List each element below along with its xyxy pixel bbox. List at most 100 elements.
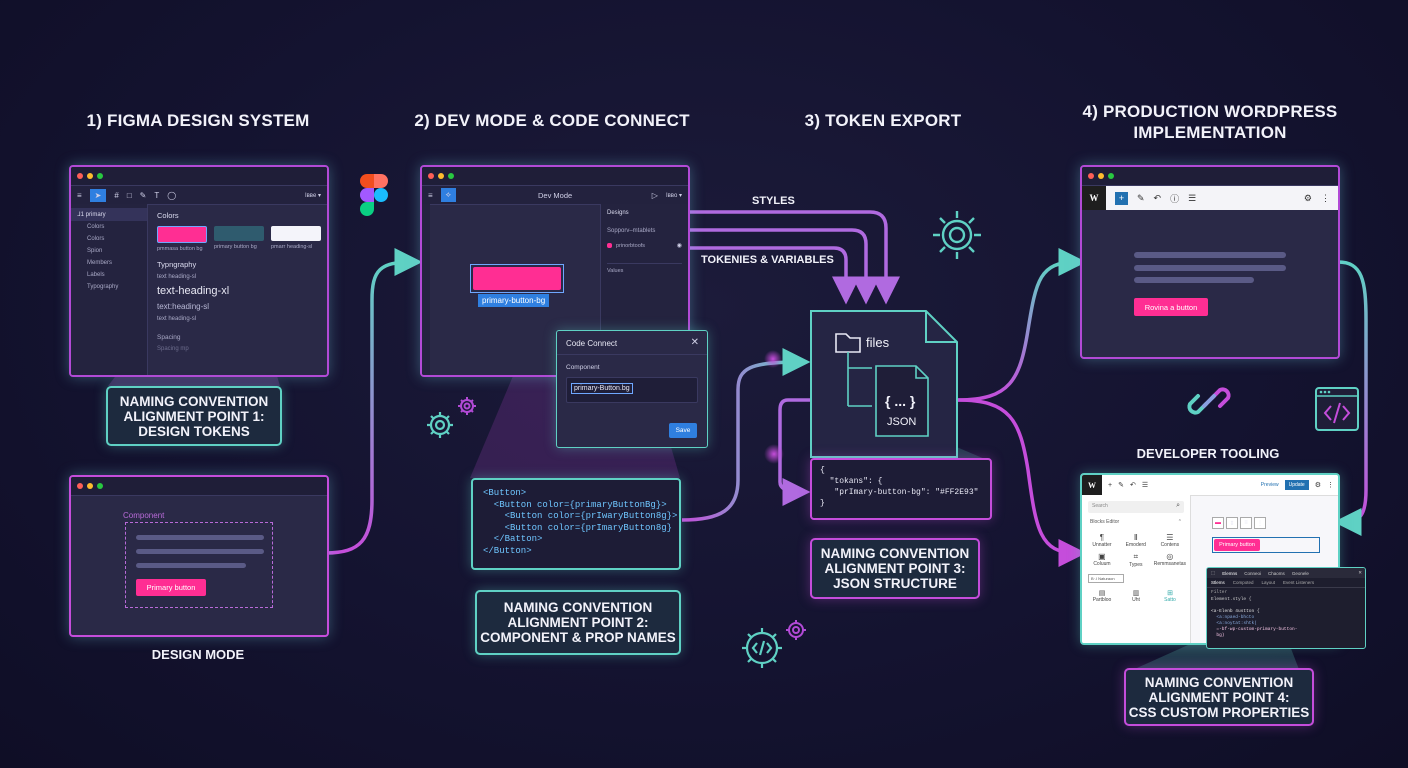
pen-tool-icon[interactable]: ✎ bbox=[139, 190, 147, 200]
add-block-icon[interactable]: + bbox=[1115, 191, 1128, 205]
primary-button-preview[interactable]: Primary button bbox=[136, 579, 206, 596]
code-line: </Button> bbox=[483, 545, 532, 556]
close-dot[interactable] bbox=[77, 483, 83, 489]
image-icon: ▤ bbox=[1098, 590, 1106, 597]
edit-icon[interactable]: ✎ bbox=[1137, 192, 1145, 203]
block-item[interactable]: ⌗Types bbox=[1120, 552, 1152, 568]
undo-icon[interactable]: ↶ bbox=[1153, 192, 1162, 203]
selected-button-block[interactable]: Primary button bbox=[1212, 537, 1320, 553]
close-icon[interactable]: ✕ bbox=[1358, 570, 1362, 575]
layer-item[interactable]: Colors bbox=[87, 224, 105, 230]
block-item[interactable]: ☰Contens bbox=[1154, 533, 1186, 548]
layer-item[interactable]: Typography bbox=[87, 284, 119, 290]
block-item[interactable]: ¶Unnatter bbox=[1086, 533, 1118, 548]
more-icon[interactable]: ⋮ bbox=[1327, 482, 1334, 489]
block-item[interactable]: ⊞Satto bbox=[1154, 589, 1186, 603]
text-tool-icon[interactable]: T bbox=[154, 190, 160, 200]
menu-icon[interactable]: ≡ bbox=[77, 190, 82, 200]
devtools-tab[interactable]: Conneoi bbox=[1244, 570, 1262, 576]
maximize-dot[interactable] bbox=[97, 483, 103, 489]
inspect-icon[interactable]: ⬚ bbox=[1211, 570, 1216, 575]
move-tool-icon[interactable]: ➤ bbox=[89, 188, 107, 202]
more-icon[interactable]: ⋮ bbox=[1321, 192, 1330, 203]
close-dot[interactable] bbox=[1088, 173, 1094, 179]
block-item[interactable]: ◎Remmsanetas bbox=[1154, 552, 1186, 568]
developer-tooling-label: DEVELOPER TOOLING bbox=[1136, 446, 1280, 461]
add-block-icon[interactable]: + bbox=[1108, 481, 1113, 489]
minimize-dot[interactable] bbox=[438, 173, 444, 179]
devtools-tab[interactable]: Geonele bbox=[1291, 570, 1309, 576]
editor-primary-button[interactable]: Primary button bbox=[1214, 539, 1260, 551]
swatch-white[interactable]: pmarr heading-sl bbox=[271, 226, 321, 252]
minimize-dot[interactable] bbox=[87, 173, 93, 179]
update-button[interactable]: Update bbox=[1284, 480, 1309, 490]
close-dot[interactable] bbox=[77, 173, 83, 179]
move-up-down-icon[interactable]: ⇕ bbox=[1226, 517, 1238, 529]
undo-icon[interactable]: ↶ bbox=[1129, 482, 1136, 489]
list-view-icon[interactable]: ☰ bbox=[1141, 482, 1149, 489]
wordpress-logo-icon[interactable]: W bbox=[1082, 186, 1106, 210]
block-item[interactable]: ▤Partbloo bbox=[1086, 589, 1118, 603]
settings-icon[interactable]: ⚙ bbox=[1314, 482, 1321, 489]
block-item[interactable]: ▣Coluum bbox=[1086, 552, 1118, 568]
dev-mode-right-label[interactable]: Iʙʙo ▾ bbox=[665, 192, 682, 199]
swatch-secondary[interactable]: primary button bg bbox=[214, 226, 264, 252]
devtools-subtab[interactable]: Compoted bbox=[1232, 580, 1254, 585]
section-title-2: 2) DEV MODE & CODE CONNECT bbox=[414, 111, 690, 130]
block-item[interactable]: ▥Uht bbox=[1120, 589, 1152, 603]
devtools-subtab[interactable]: Event Listeners bbox=[1283, 580, 1315, 585]
play-icon[interactable]: ▷ bbox=[651, 190, 658, 200]
menu-icon[interactable]: ≡ bbox=[428, 190, 433, 200]
minimize-dot[interactable] bbox=[87, 483, 93, 489]
component-frame[interactable]: Primary button bbox=[125, 522, 273, 608]
layer-item[interactable]: Spion bbox=[87, 248, 103, 254]
devtools-line: <a:noytat:shtk( bbox=[1211, 621, 1257, 626]
close-icon[interactable]: ✕ bbox=[690, 337, 699, 348]
layer-item[interactable]: Members bbox=[87, 260, 113, 266]
maximize-dot[interactable] bbox=[97, 173, 103, 179]
shape-tool-icon[interactable]: □ bbox=[126, 190, 132, 200]
layer-item[interactable]: ᒧ1 primary bbox=[71, 208, 147, 221]
save-button[interactable]: Save bbox=[669, 423, 697, 438]
component-input[interactable]: primary-Button.bg bbox=[566, 377, 698, 403]
info-icon[interactable]: ⓘ bbox=[1170, 193, 1180, 204]
devtools-subtab[interactable]: Stlems bbox=[1211, 580, 1225, 585]
grid-icon: ⊞ bbox=[1167, 590, 1173, 597]
devtools-subtab[interactable]: Layout bbox=[1261, 580, 1276, 585]
block-type-icon[interactable]: ▬ bbox=[1212, 517, 1224, 529]
preview-link[interactable]: Preview bbox=[1260, 482, 1279, 488]
minimize-dot[interactable] bbox=[1098, 173, 1104, 179]
small-field[interactable]: B·.l Naturaon bbox=[1088, 574, 1124, 583]
chevron-up-icon[interactable]: ⌃ bbox=[1177, 519, 1182, 525]
edit-icon[interactable]: ✎ bbox=[1118, 482, 1124, 489]
callout-1-line2: ALIGNMENT POINT 1: bbox=[123, 408, 265, 424]
toolbar-right-label[interactable]: Iʙʙe ▾ bbox=[304, 192, 321, 199]
comment-tool-icon[interactable]: ◯ bbox=[167, 190, 177, 200]
align-icon[interactable]: ≡ bbox=[1240, 517, 1252, 529]
inspector-item[interactable]: prinorbtoofs ◉ bbox=[607, 242, 682, 249]
list-view-icon[interactable]: ☰ bbox=[1188, 192, 1197, 203]
eye-icon[interactable]: ◉ bbox=[676, 243, 682, 249]
json-glyph: { ... } bbox=[885, 393, 916, 409]
frame-tool-icon[interactable]: # bbox=[114, 190, 119, 200]
export-file-card bbox=[810, 310, 958, 458]
wordpress-logo-icon[interactable]: W bbox=[1082, 475, 1102, 495]
block-search-input[interactable]: Search ⌕ bbox=[1088, 501, 1184, 513]
settings-icon[interactable]: ⚙ bbox=[1303, 192, 1312, 203]
selected-component[interactable] bbox=[470, 264, 564, 293]
close-dot[interactable] bbox=[428, 173, 434, 179]
swatch-primary[interactable]: pmmasa button bg bbox=[157, 226, 207, 252]
layer-item[interactable]: Labels bbox=[87, 272, 105, 278]
block-item-label: Types bbox=[1129, 562, 1143, 568]
more-icon[interactable]: ⋮ bbox=[1254, 517, 1266, 529]
section-title-3: 3) TOKEN EXPORT bbox=[804, 111, 962, 130]
devtools-tab[interactable]: Elemns bbox=[1222, 570, 1238, 576]
wordpress-toolbar: W + ✎ ↶ ⓘ ☰ ⚙ ⋮ bbox=[1082, 186, 1338, 210]
maximize-dot[interactable] bbox=[1108, 173, 1114, 179]
maximize-dot[interactable] bbox=[448, 173, 454, 179]
dev-mode-icon[interactable]: ⟡ bbox=[440, 188, 456, 202]
wordpress-primary-button[interactable]: Rovina a button bbox=[1134, 298, 1208, 316]
layer-item[interactable]: Colors bbox=[87, 236, 105, 242]
devtools-tab[interactable]: Chaoms bbox=[1268, 570, 1285, 576]
